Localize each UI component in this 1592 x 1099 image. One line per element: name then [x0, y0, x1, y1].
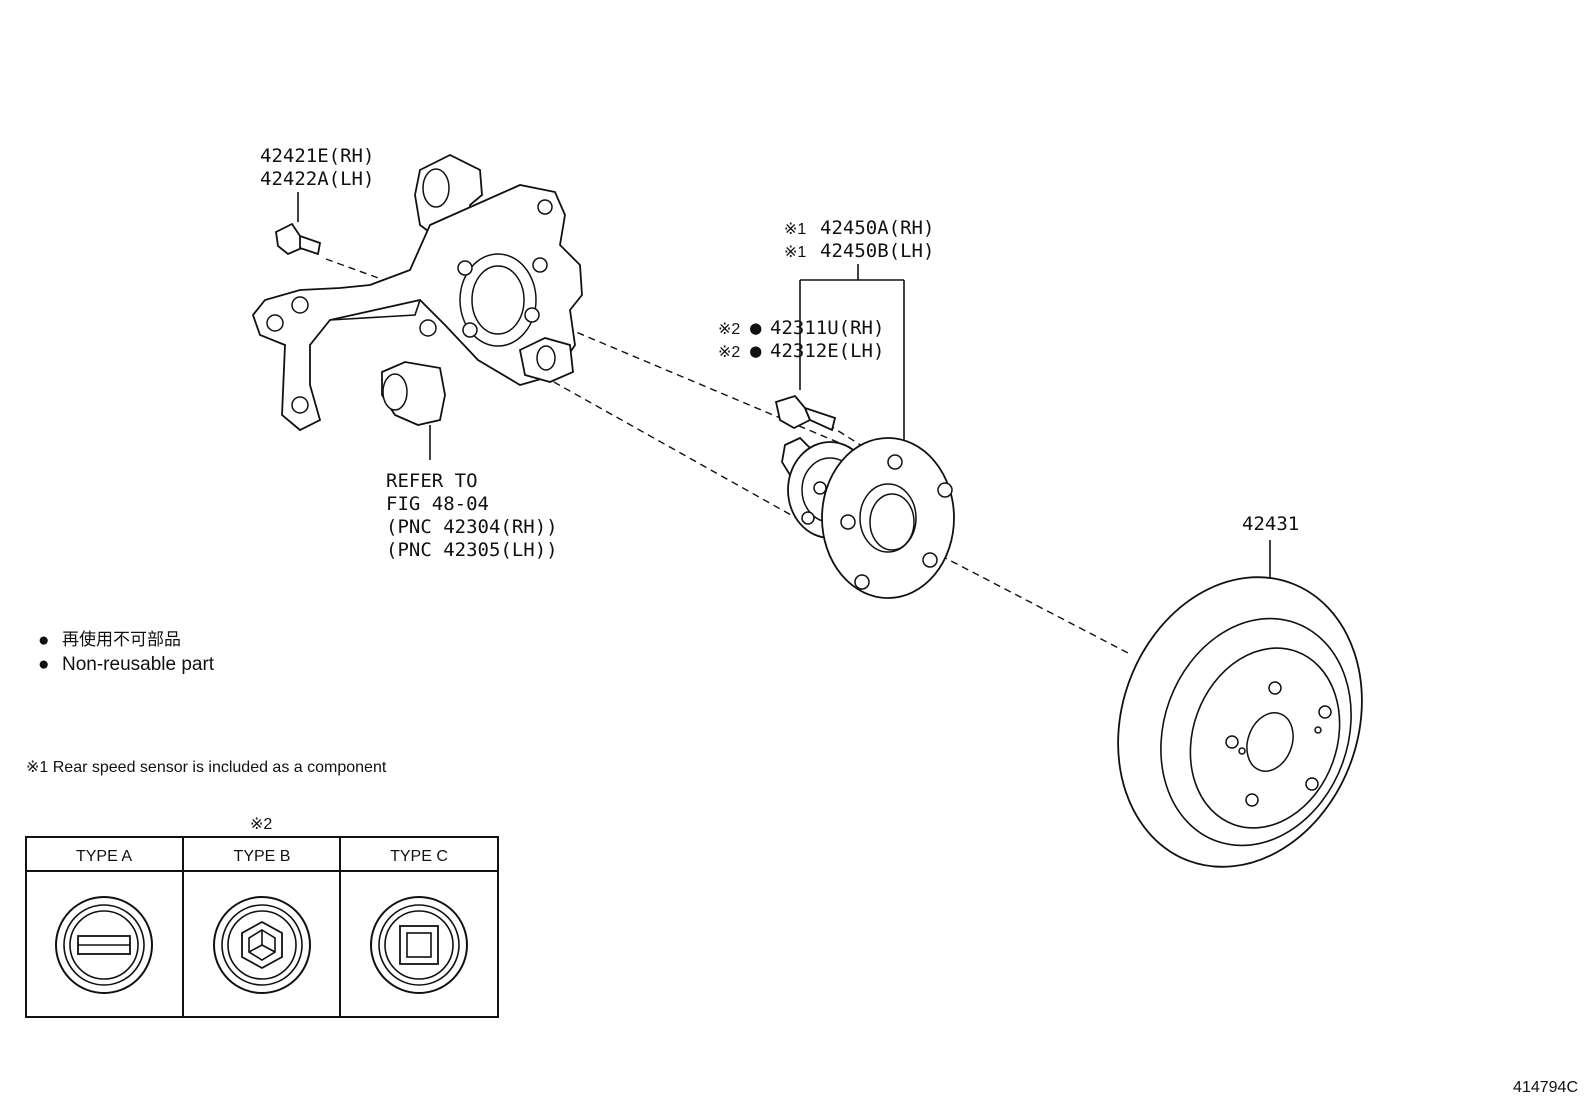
legend-en-label: Non-reusable part: [62, 654, 215, 675]
refer-line-4: (PNC 42305(LH)): [386, 539, 558, 561]
legend-bullet-en: ●: [38, 654, 49, 675]
bolt-square-socket-icon: [370, 896, 468, 994]
hub-bolt-bullet-1: ●: [750, 317, 762, 339]
footnote: ※1 Rear speed sensor is included as a co…: [26, 759, 387, 776]
hub-assy-rh-label: 42450A(RH): [820, 217, 934, 239]
knuckle-bolt: [275, 192, 322, 256]
refer-line-2: FIG 48-04: [386, 493, 489, 515]
hub-bolt-mark-2: ※2: [718, 344, 740, 361]
hub-bearing-assy: [781, 264, 955, 599]
hub-assy-lh-label: 42450B(LH): [820, 240, 934, 262]
legend: ● 再使用不可部品 ● Non-reusable part: [38, 629, 215, 675]
type-c-header: TYPE C: [390, 848, 448, 865]
knuckle-bolt-lh-label: 42422A(LH): [260, 168, 374, 190]
type-b-header: TYPE B: [234, 848, 291, 865]
figure-id: 414794C: [1513, 1079, 1578, 1096]
hub-assy-mark-1: ※1: [784, 221, 806, 238]
hub-bolt-bullet-2: ●: [750, 340, 762, 362]
type-table: ※2 TYPE A TYPE B TYPE C: [25, 816, 499, 1018]
hub-assy-mark-2: ※1: [784, 244, 806, 261]
callout-hub-assy: ※1 42450A(RH) ※1 42450B(LH): [784, 217, 934, 262]
callout-refer: REFER TO FIG 48-04 (PNC 42304(RH)) (PNC …: [386, 470, 558, 561]
type-table-mark: ※2: [250, 816, 272, 833]
bolt-hex-socket-icon: [213, 896, 311, 994]
steering-knuckle: [251, 153, 583, 432]
hub-bolt-lh-label: 42312E(LH): [770, 340, 884, 362]
refer-line-3: (PNC 42304(RH)): [386, 516, 558, 538]
callout-knuckle-bolt: 42421E(RH) 42422A(LH): [260, 145, 374, 190]
callout-hub-bolt: ※2 ● 42311U(RH) ※2 ● 42312E(LH): [718, 317, 884, 362]
hub-bolt: [774, 394, 837, 432]
legend-jp-label: 再使用不可部品: [62, 629, 181, 650]
brake-disc: [1117, 540, 1363, 868]
hub-bolt-rh-label: 42311U(RH): [770, 317, 884, 339]
bolt-slot-head-icon: [55, 896, 153, 994]
knuckle-bolt-rh-label: 42421E(RH): [260, 145, 374, 167]
hub-bolt-mark-1: ※2: [718, 321, 740, 338]
type-a-header: TYPE A: [76, 848, 132, 865]
disc-label: 42431: [1242, 513, 1299, 535]
refer-line-1: REFER TO: [386, 470, 478, 492]
legend-bullet-jp: ●: [38, 630, 49, 651]
